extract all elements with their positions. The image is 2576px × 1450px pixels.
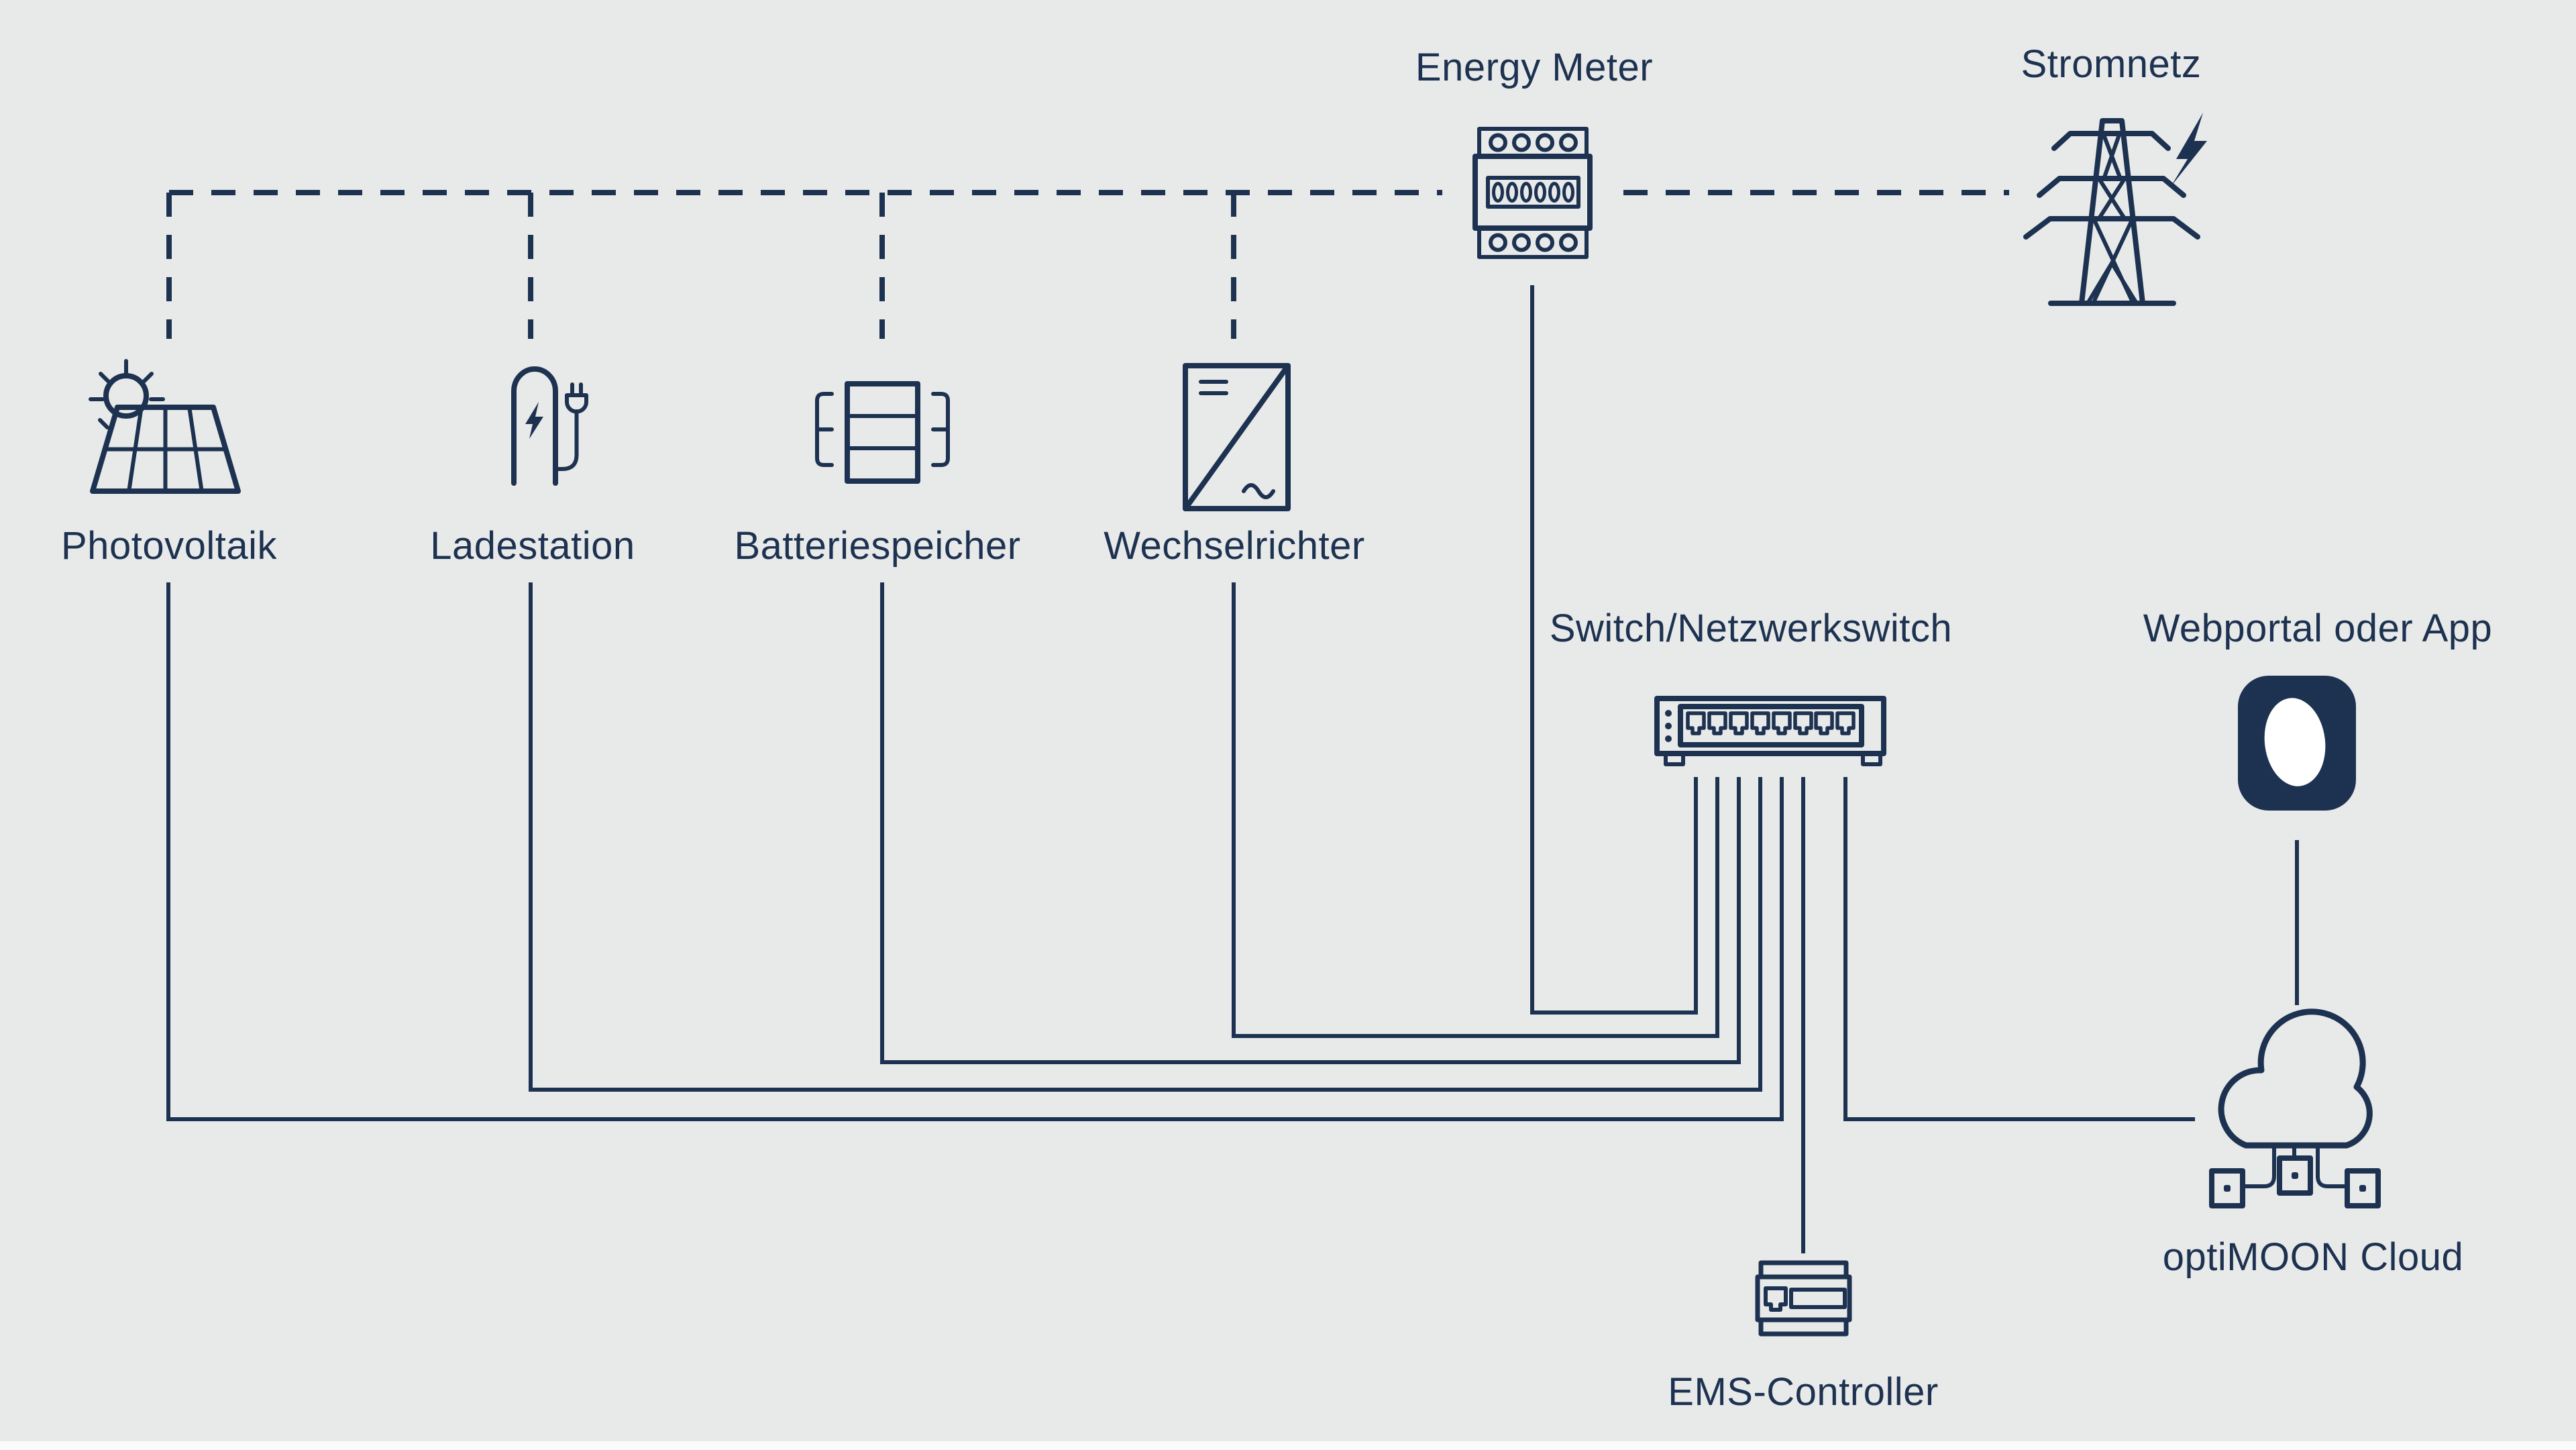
bottom-edge-bar xyxy=(0,1441,2576,1450)
cloud-label: optiMOON Cloud xyxy=(2163,1235,2464,1279)
inverter-icon xyxy=(1183,363,1291,511)
lightning-bolt-icon xyxy=(2171,113,2207,187)
network-switch-icon xyxy=(1654,696,1886,766)
ems-controller-icon xyxy=(1755,1260,1852,1337)
dashed-power-bus xyxy=(166,190,2009,339)
ev-charger-plug-icon xyxy=(511,366,588,486)
stromnetz-label: Stromnetz xyxy=(2021,42,2202,86)
din-rail-meter-icon xyxy=(1472,127,1593,259)
connection-switch-cloud xyxy=(1843,777,2195,1121)
connection-ladestation-switch xyxy=(529,582,1762,1092)
app-moon-icon xyxy=(2238,676,2356,811)
webportal-label: Webportal oder App xyxy=(2143,607,2493,650)
ladestation-label: Ladestation xyxy=(430,524,635,568)
connection-wechselrichter-switch xyxy=(1232,582,1719,1038)
meter-display xyxy=(1486,176,1580,209)
switch-label: Switch/Netzwerkswitch xyxy=(1550,607,1952,650)
ems-label: EMS-Controller xyxy=(1668,1370,1938,1414)
connection-energy-meter-switch xyxy=(1530,285,1698,1015)
photovoltaik-label: Photovoltaik xyxy=(61,524,277,568)
data-connections xyxy=(166,285,2299,1253)
connection-batteriespeicher-switch xyxy=(880,582,1741,1064)
wechselrichter-label: Wechselrichter xyxy=(1104,524,1365,568)
power-pylon-icon xyxy=(2023,118,2200,306)
connection-photovoltaik-switch xyxy=(166,582,1784,1121)
cloud-network-icon xyxy=(2209,1008,2381,1208)
battery-storage-icon xyxy=(815,381,950,484)
energy-meter-label: Energy Meter xyxy=(1415,46,1653,89)
batteriespeicher-label: Batteriespeicher xyxy=(734,524,1020,568)
solar-panel-sun-icon xyxy=(89,359,241,494)
